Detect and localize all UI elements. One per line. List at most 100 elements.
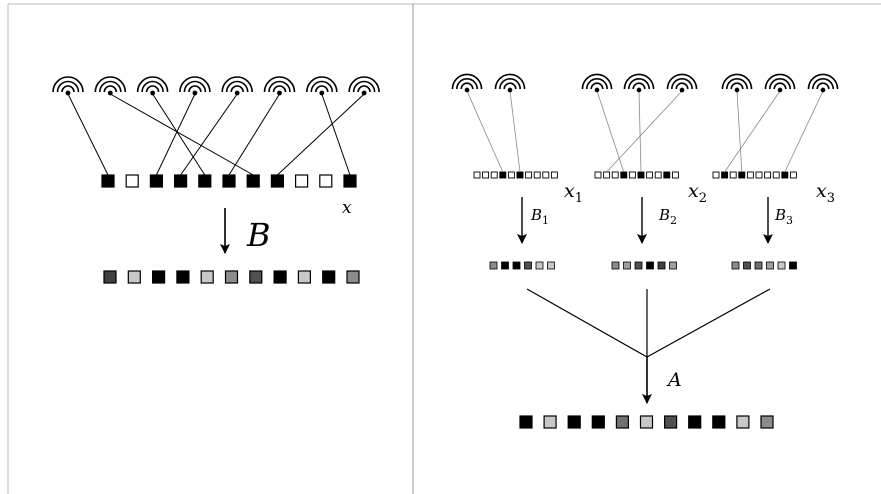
final-output-cell <box>543 415 557 429</box>
group1-input-cell <box>525 171 533 179</box>
left-wires <box>67 93 365 176</box>
left-output-cell <box>127 270 141 284</box>
group1-output-cell <box>535 261 544 270</box>
group-wire <box>638 90 642 173</box>
group3-input-cell <box>772 171 780 179</box>
group2-wires <box>596 90 683 173</box>
group3-output-cell <box>743 261 751 270</box>
group-wire <box>509 90 521 173</box>
final-output-cell <box>519 415 533 429</box>
group1-input-cell <box>473 171 481 179</box>
final-output-cell <box>663 415 678 429</box>
left-input-label: x <box>342 198 352 218</box>
group3-output-cell <box>789 261 797 270</box>
left-wire <box>152 93 206 176</box>
final-output-cell <box>712 415 726 429</box>
group-wire <box>784 90 824 173</box>
group2-input-cell <box>637 171 645 179</box>
group2-input-cell <box>646 171 654 179</box>
group-wire <box>466 90 504 173</box>
left-output-cell <box>249 270 263 284</box>
left-wire <box>277 93 365 176</box>
antenna-icon <box>764 73 796 93</box>
final-output-cell <box>736 415 750 429</box>
antenna-icon <box>221 76 253 96</box>
group1-input-label: x1 <box>564 180 583 206</box>
group2-output-cell <box>623 261 631 270</box>
left-wire <box>228 93 280 176</box>
combine-lines <box>526 288 771 358</box>
final-output-cell <box>760 415 774 429</box>
final-output-cell <box>615 415 630 429</box>
combine-operator-label: A <box>666 369 682 391</box>
group2-input-cell <box>603 171 611 179</box>
group3-output-cell <box>766 261 774 270</box>
group2-output-cell <box>669 261 677 270</box>
left-panel <box>52 76 380 284</box>
left-output-cell <box>176 270 190 284</box>
group3-input-cell <box>729 171 737 179</box>
left-output-cell <box>346 270 360 284</box>
group1-input-cell <box>516 171 524 179</box>
left-input-cell <box>319 174 333 188</box>
left-output-cell <box>273 270 287 284</box>
left-wire <box>321 93 351 176</box>
group3-input-cell <box>721 171 729 179</box>
antenna-icon <box>807 73 839 93</box>
left-wire <box>110 93 254 176</box>
left-input-cell <box>174 174 188 188</box>
group3-input-label: x3 <box>816 180 835 206</box>
group1-wires <box>466 90 521 173</box>
left-output-cell <box>322 270 336 284</box>
antenna-icon <box>52 76 84 96</box>
group1-output-cell <box>524 261 532 270</box>
left-input-cell <box>101 174 115 188</box>
group2-output-cell <box>611 261 620 270</box>
group2-operator-label: B2 <box>658 206 677 227</box>
left-operator-label: B <box>246 216 271 254</box>
group2-output-cell <box>646 261 654 270</box>
left-input-cell <box>343 174 357 188</box>
group2-input-cell <box>654 171 662 179</box>
group-wire <box>606 90 683 173</box>
group-wire <box>736 90 743 173</box>
left-output-cell <box>224 270 239 284</box>
left-input-cell <box>246 174 260 188</box>
left-input-cell <box>222 174 236 188</box>
antenna-icon <box>306 76 338 96</box>
left-input-cell <box>149 174 163 188</box>
group3-operator-label: B3 <box>774 206 793 227</box>
left-wire <box>67 93 109 176</box>
antenna-icon <box>666 73 698 93</box>
left-wire <box>155 93 196 176</box>
group1-output-cell <box>501 261 509 270</box>
left-input-cell <box>295 174 309 188</box>
group3-input-cell <box>738 171 746 179</box>
group1-output-cell <box>547 261 555 270</box>
antenna-icon <box>623 73 655 93</box>
group-wire <box>596 90 625 173</box>
group1-operator-label: B1 <box>530 206 549 227</box>
left-input-cell <box>125 174 139 188</box>
final-output-cell <box>567 415 581 429</box>
combine-line-right <box>646 288 771 358</box>
antenna-icon <box>451 73 483 93</box>
left-input-cell <box>198 174 212 188</box>
group3-input-cell <box>789 171 797 179</box>
left-output-cell <box>297 270 311 284</box>
group2-input-cell <box>628 171 636 179</box>
left-output-cell <box>152 270 166 284</box>
left-wire <box>180 93 238 176</box>
right-panel <box>451 73 839 429</box>
group3-input-cell <box>764 171 772 179</box>
antenna-icon <box>581 73 613 93</box>
antenna-icon <box>263 76 296 96</box>
group1-output-cell <box>512 261 521 270</box>
group2-output-cell <box>634 261 643 270</box>
group3-input-cell <box>755 171 763 179</box>
group1-input-cell <box>533 171 541 179</box>
group3-wires <box>724 90 824 173</box>
group2-input-cell <box>611 171 619 179</box>
